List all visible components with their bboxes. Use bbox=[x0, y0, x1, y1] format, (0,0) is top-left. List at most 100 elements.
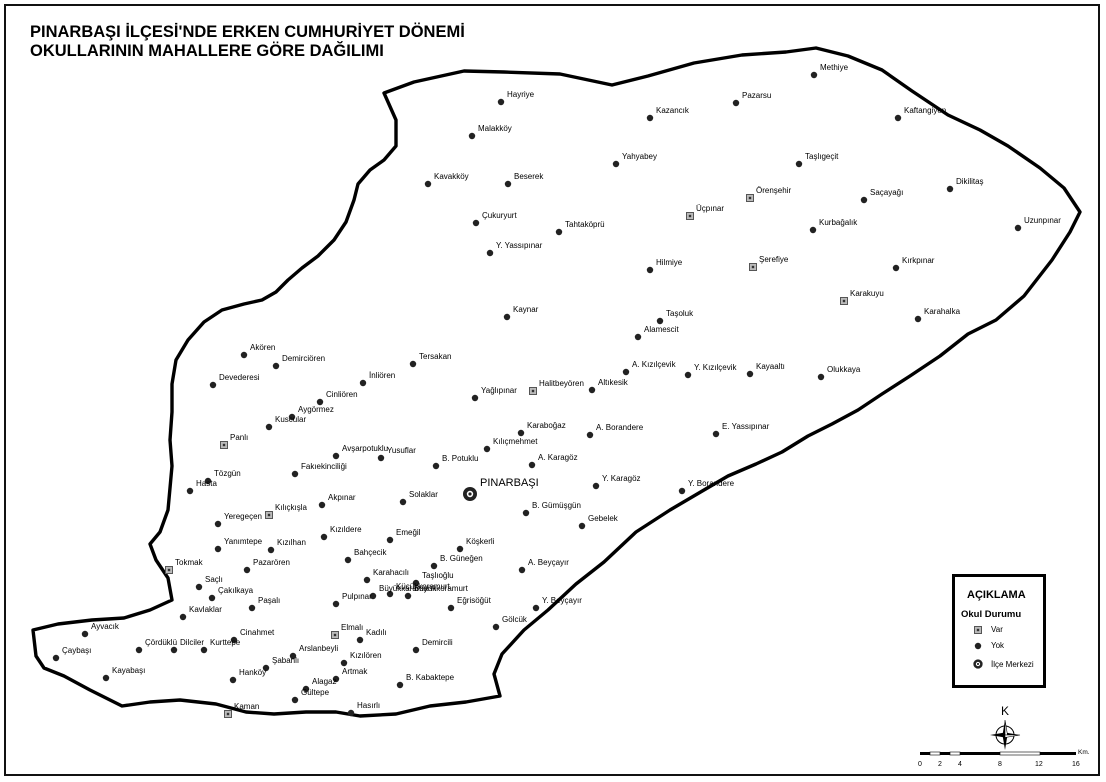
settlement-kayabasi: Kayabaşı bbox=[102, 666, 145, 682]
settlement-y-kizilcevik: Y. Kızılçevik bbox=[684, 363, 738, 379]
school-absent-icon bbox=[262, 664, 270, 672]
settlement-label: Kavlaklar bbox=[189, 605, 222, 614]
settlement-label: A. Borandere bbox=[596, 423, 644, 432]
settlement-panli: Panlı bbox=[220, 433, 248, 449]
school-absent-icon bbox=[214, 545, 222, 553]
settlement-label: Altıkesik bbox=[598, 378, 629, 387]
settlement-demircioren: Demirciören bbox=[272, 354, 325, 370]
settlement-devederesi: Devederesi bbox=[209, 373, 260, 389]
settlement-label: Küçükkoramurt bbox=[396, 582, 451, 591]
settlement-label: Tokmak bbox=[175, 558, 204, 567]
school-absent-icon bbox=[712, 430, 720, 438]
settlement-yahyabey: Yahyabey bbox=[612, 152, 657, 168]
settlement-kilicmehmet: Kılıçmehmet bbox=[483, 437, 538, 453]
settlement-y-beycayir: Y. Beyçayır bbox=[532, 596, 582, 612]
scale-tick-label: 2 bbox=[938, 761, 942, 768]
settlement-label: Yusuflar bbox=[387, 446, 416, 455]
settlement-label: Eğrisöğüt bbox=[457, 596, 492, 605]
settlement-label: Panlı bbox=[230, 433, 248, 442]
school-absent-icon bbox=[646, 114, 654, 122]
school-present-icon-core bbox=[751, 265, 755, 269]
settlement-label: Dikilitaş bbox=[956, 177, 984, 186]
settlement-label: Y. Karagöz bbox=[602, 474, 641, 483]
school-absent-icon bbox=[170, 646, 178, 654]
settlement-sacayagi: Saçayağı bbox=[860, 188, 903, 204]
settlement-kayaalti: Kayaaltı bbox=[746, 362, 785, 378]
settlement-kurttepe: Kurttepe bbox=[200, 638, 241, 654]
settlement-b-kabaktepe: B. Kabaktepe bbox=[396, 673, 455, 689]
settlement-label: Büyükkoramurt bbox=[414, 584, 469, 593]
settlement-label: Devederesi bbox=[219, 373, 260, 382]
settlement-label: B. Güneğen bbox=[440, 554, 483, 563]
school-absent-icon bbox=[447, 604, 455, 612]
settlement-uzunpinar: Uzunpınar bbox=[1014, 216, 1061, 232]
map-frame bbox=[4, 4, 1100, 776]
settlement-label: Methiye bbox=[820, 63, 849, 72]
settlement-kucukkoramurt: Küçükkoramurt bbox=[386, 582, 451, 598]
settlement-label: Y. Borandere bbox=[688, 479, 735, 488]
settlement-label: Yanımtepe bbox=[224, 537, 263, 546]
settlement-caybasi: Çaybaşı bbox=[52, 646, 91, 662]
settlement-a-borandere: A. Borandere bbox=[586, 423, 644, 439]
settlement-avsarpotuklu: Avşarpotuklu bbox=[332, 444, 388, 460]
school-present-icon bbox=[973, 625, 983, 634]
school-present-icon-core bbox=[226, 712, 230, 716]
settlement-label: Kadılı bbox=[366, 628, 386, 637]
settlement-label: Ayvacık bbox=[91, 622, 120, 631]
school-absent-icon bbox=[732, 99, 740, 107]
settlement-gebelek: Gebelek bbox=[578, 514, 619, 530]
map-title-line-1: PINARBAŞI İLÇESİ'NDE ERKEN CUMHURİYET DÖ… bbox=[30, 23, 465, 41]
settlement-b-gumusgun: B. Gümüşgün bbox=[522, 501, 581, 517]
settlement-artmak: Artmak bbox=[332, 667, 368, 683]
school-absent-icon bbox=[504, 180, 512, 188]
scale-seg bbox=[1040, 752, 1076, 755]
scale-seg bbox=[960, 752, 1000, 755]
school-absent-icon bbox=[432, 462, 440, 470]
settlement-label: Y. Kızılçevik bbox=[694, 363, 738, 372]
settlement-label: Y. Beyçayır bbox=[542, 596, 582, 605]
settlement-label: Akpınar bbox=[328, 493, 356, 502]
settlement-label: Kızılhan bbox=[277, 538, 306, 547]
settlement-label: Solaklar bbox=[409, 490, 438, 499]
school-absent-icon bbox=[302, 685, 310, 693]
district-center-icon bbox=[973, 657, 983, 671]
school-absent-icon bbox=[208, 594, 216, 602]
settlement-elmali: Elmalı bbox=[331, 623, 363, 639]
school-absent-icon bbox=[179, 613, 187, 621]
school-absent-icon bbox=[289, 652, 297, 660]
school-present-icon-core bbox=[167, 568, 171, 572]
school-absent-icon bbox=[892, 264, 900, 272]
settlement-label: Kırkpınar bbox=[902, 256, 935, 265]
settlement-pazaroren: Pazarören bbox=[243, 558, 290, 574]
settlement-taslioglu: Taşlıoğlu bbox=[412, 571, 454, 587]
settlement-label: A. Karagöz bbox=[538, 453, 578, 462]
settlement-label: A. Beyçayır bbox=[528, 558, 569, 567]
school-absent-icon bbox=[412, 579, 420, 587]
settlement-kurbagalik: Kurbağalık bbox=[809, 218, 858, 234]
scale-seg bbox=[940, 752, 950, 755]
settlement-beserek: Beserek bbox=[504, 172, 544, 188]
settlement-label: Karaboğaz bbox=[527, 421, 566, 430]
school-absent-icon bbox=[860, 196, 868, 204]
settlement-buyukkaramanli: Büyükkaramanlı bbox=[369, 584, 436, 600]
settlement-tokmak: Tokmak bbox=[165, 558, 204, 574]
school-absent-icon bbox=[612, 160, 620, 168]
settlement-label: Karahacılı bbox=[373, 568, 409, 577]
settlement-label: Kurttepe bbox=[210, 638, 241, 647]
school-absent-icon bbox=[291, 696, 299, 704]
settlement-kirkpinar: Kırkpınar bbox=[892, 256, 935, 272]
settlement-kavlaklar: Kavlaklar bbox=[179, 605, 222, 621]
legend-item-label: Yok bbox=[991, 641, 1005, 650]
school-absent-icon bbox=[656, 317, 664, 325]
north-arrow: K bbox=[988, 704, 1022, 750]
school-absent-icon bbox=[344, 556, 352, 564]
settlement-label: Gölcük bbox=[502, 615, 528, 624]
school-absent-icon bbox=[634, 333, 642, 341]
settlement-label: Gebelek bbox=[588, 514, 619, 523]
settlement-akoren: Akören bbox=[240, 343, 275, 359]
settlement-kazancik: Kazancık bbox=[646, 106, 690, 122]
school-absent-icon bbox=[973, 642, 983, 650]
settlement-alagaz: Alagaz bbox=[302, 677, 336, 693]
settlement-label: Cinliören bbox=[326, 390, 358, 399]
